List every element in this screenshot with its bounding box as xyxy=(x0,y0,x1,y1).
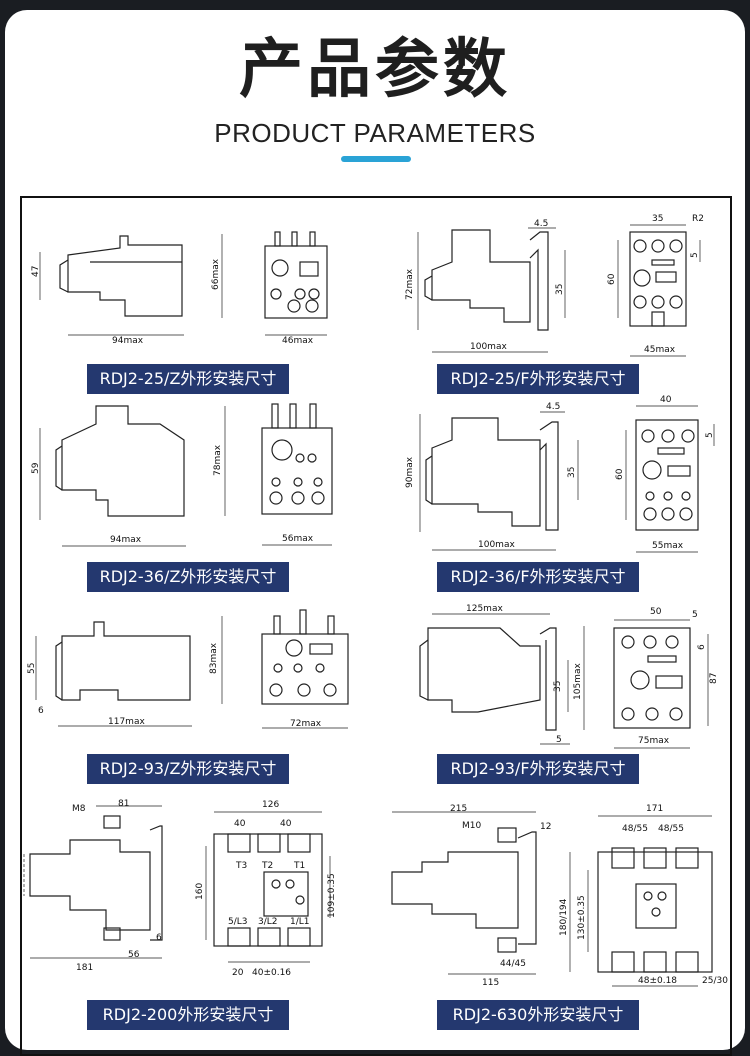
dim-text: T2 xyxy=(261,861,273,871)
dim-text: 160 xyxy=(195,883,205,900)
dim-text: 5 xyxy=(690,252,700,258)
dim-text: 47 xyxy=(31,266,41,277)
dim-text: 83max xyxy=(209,642,219,674)
drawing-rdj2-25f-side xyxy=(417,227,566,353)
dim-text: T3 xyxy=(235,861,247,871)
drawing-rdj2-25f-front xyxy=(617,224,701,357)
dim-text: 105max xyxy=(573,663,583,700)
dim-text: 100max xyxy=(478,540,515,550)
dim-text: 35 xyxy=(567,467,577,478)
dim-text: 78max xyxy=(213,444,223,476)
dim-text: 5 xyxy=(556,735,562,745)
dim-text: 48/55 xyxy=(658,824,684,834)
dim-text: 56 xyxy=(128,950,140,960)
dim-text: 130±0.35 xyxy=(577,895,587,940)
dim-text: T1 xyxy=(293,861,305,871)
dim-text: 72max xyxy=(405,268,415,300)
dim-text: 72max xyxy=(290,719,322,729)
dim-text: M8 xyxy=(72,804,86,814)
dim-text: 3/L2 xyxy=(258,917,278,927)
dim-text: 126 xyxy=(262,800,279,810)
drawing-rdj2-25z-side xyxy=(39,234,223,336)
dim-text: 60 xyxy=(607,273,617,285)
dim-text: 215 xyxy=(450,804,467,814)
dim-text: 75max xyxy=(638,736,670,746)
drawing-label-rdj2-36f: RDJ2-36/F外形安装尺寸 xyxy=(437,562,639,592)
drawing-label-rdj2-36z: RDJ2-36/Z外形安装尺寸 xyxy=(87,562,289,592)
drawing-rdj2-93f-side xyxy=(419,613,585,745)
drawing-rdj2-36z-front xyxy=(261,403,333,546)
dim-text: 117max xyxy=(108,717,145,727)
dim-text: 81 xyxy=(118,799,129,809)
page-subtitle: PRODUCT PARAMETERS xyxy=(214,118,536,148)
accent-bar xyxy=(341,156,411,162)
dim-text: 94max xyxy=(110,535,142,545)
dim-text: 12 xyxy=(540,822,551,832)
dim-text: 66max xyxy=(211,258,221,290)
drawing-rdj2-36z-side xyxy=(39,405,226,547)
drawing-rdj2-93z-front xyxy=(261,609,349,729)
dim-text: 40 xyxy=(280,819,292,829)
dim-text: 125max xyxy=(466,604,503,614)
drawing-label-rdj2-25f: RDJ2-25/F外形安装尺寸 xyxy=(437,364,639,394)
drawing-rdj2-36f-side xyxy=(419,411,579,551)
drawing-rdj2-93f-front xyxy=(613,619,709,749)
drawing-rdj2-25z-front xyxy=(264,231,328,336)
drawing-rdj2-36f-front xyxy=(625,405,715,553)
dim-text: 40 xyxy=(234,819,246,829)
dim-text: 46max xyxy=(282,336,314,346)
dim-text: 6 xyxy=(38,706,44,716)
dim-text: 171 xyxy=(646,804,663,814)
dim-text: 60 xyxy=(615,468,625,480)
drawing-label-rdj2-25z: RDJ2-25/Z外形安装尺寸 xyxy=(87,364,289,394)
dim-text: 35 xyxy=(553,681,563,692)
dim-text: 50 xyxy=(650,607,662,617)
dim-text: 180/194 xyxy=(559,898,569,936)
dim-text: M10 xyxy=(462,821,481,831)
drawing-label-rdj2-93z: RDJ2-93/Z外形安装尺寸 xyxy=(87,754,289,784)
drawing-rdj2-630-side xyxy=(391,811,537,975)
drawing-rdj2-200-front xyxy=(205,811,331,963)
dim-text: 59 xyxy=(31,462,41,474)
dim-text: 55 xyxy=(27,663,37,674)
dim-text: 56max xyxy=(282,534,314,544)
dim-text: 5/L3 xyxy=(228,917,248,927)
dim-text: 25/30 xyxy=(702,976,728,986)
drawing-label-rdj2-93f: RDJ2-93/F外形安装尺寸 xyxy=(437,754,639,784)
dim-text: 1/L1 xyxy=(290,917,310,927)
dim-text: 115 xyxy=(482,978,499,988)
drawing-rdj2-630-front xyxy=(569,815,713,987)
dim-text: 109±0.35 xyxy=(327,873,337,918)
dim-text: 5 xyxy=(705,432,715,438)
page-title: 产品参数 xyxy=(239,33,511,107)
dim-text: 90max xyxy=(405,456,415,488)
dim-text: 100max xyxy=(470,342,507,352)
dim-text: 48/55 xyxy=(622,824,648,834)
drawing-rdj2-93z-side xyxy=(35,616,223,727)
dim-text: 4.5 xyxy=(534,219,548,229)
dim-text: 35 xyxy=(652,214,663,224)
dim-text: 4.5 xyxy=(546,402,560,412)
dim-text: 40±0.16 xyxy=(252,968,291,978)
dim-text: 5 xyxy=(692,610,698,620)
dim-text: 6 xyxy=(697,644,707,650)
dim-text: 6 xyxy=(156,933,162,943)
drawing-rdj2-200-side xyxy=(23,805,163,959)
dim-text: 45max xyxy=(644,345,676,355)
dim-text: R2 xyxy=(692,214,704,224)
dim-text: 87 xyxy=(709,673,719,684)
content-card xyxy=(5,10,745,1050)
dim-text: 181 xyxy=(76,963,93,973)
dim-text: 35 xyxy=(555,284,565,295)
drawing-label-rdj2-200: RDJ2-200外形安装尺寸 xyxy=(87,1000,289,1030)
dim-text: 48±0.18 xyxy=(638,976,677,986)
dim-text: 55max xyxy=(652,541,684,551)
dim-text: 20 xyxy=(232,968,244,978)
dim-text: 94max xyxy=(112,336,144,346)
drawing-label-rdj2-630: RDJ2-630外形安装尺寸 xyxy=(437,1000,639,1030)
dim-text: 44/45 xyxy=(500,959,526,969)
dim-text: 40 xyxy=(660,395,672,405)
